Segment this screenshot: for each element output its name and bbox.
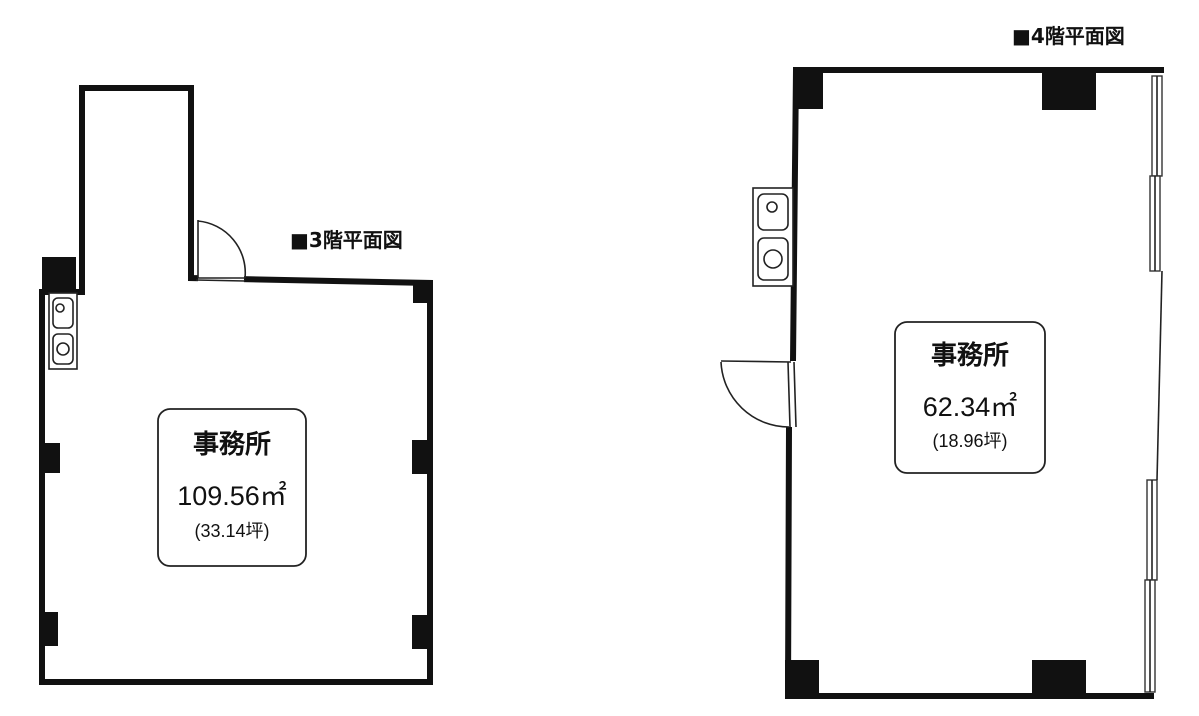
floor3-sink-icon: [48, 292, 78, 370]
floor4-room-label-box: [894, 321, 1046, 474]
floor3-plan: 事務所 109.56㎡ (33.14坪) ■3階平面図: [39, 85, 433, 685]
floor4-room-area: 62.34㎡: [923, 392, 1018, 422]
floor3-column: [413, 283, 433, 303]
floor3-door-icon: [197, 220, 247, 279]
floor3-column: [412, 615, 430, 649]
floor4-window: [1144, 75, 1163, 693]
floor3-column: [42, 443, 60, 473]
floor3-column: [42, 257, 76, 293]
floor4-column: [785, 660, 819, 698]
floor4-column: [793, 67, 823, 109]
floor4-room-tsubo: (18.96坪): [932, 431, 1007, 451]
floor4-door-icon: [720, 360, 797, 428]
floor4-outer-wall: [790, 67, 1164, 362]
floor3-room-label-box: [157, 408, 307, 567]
floor4-right-wall: [1156, 270, 1163, 481]
floor3-room-area: 109.56㎡: [177, 481, 287, 511]
floor3-title: ■3階平面図: [290, 228, 403, 252]
floor3-door-frame: [195, 279, 246, 282]
floor3-room-tsubo: (33.14坪): [194, 521, 269, 541]
floor4-column: [1042, 70, 1096, 110]
floor4-sink-icon: [752, 187, 794, 287]
floor4-plan: 事務所 62.34㎡ (18.96坪) ■4階平面図: [720, 24, 1164, 699]
floor4-column: [1032, 660, 1086, 698]
floor4-title: ■4階平面図: [1012, 24, 1125, 48]
floor3-column: [412, 440, 430, 474]
floor4-room-name: 事務所: [931, 341, 1009, 371]
floor3-column: [42, 612, 58, 646]
floor3-outer-wall: [39, 85, 433, 685]
floor3-room-name: 事務所: [193, 430, 271, 460]
